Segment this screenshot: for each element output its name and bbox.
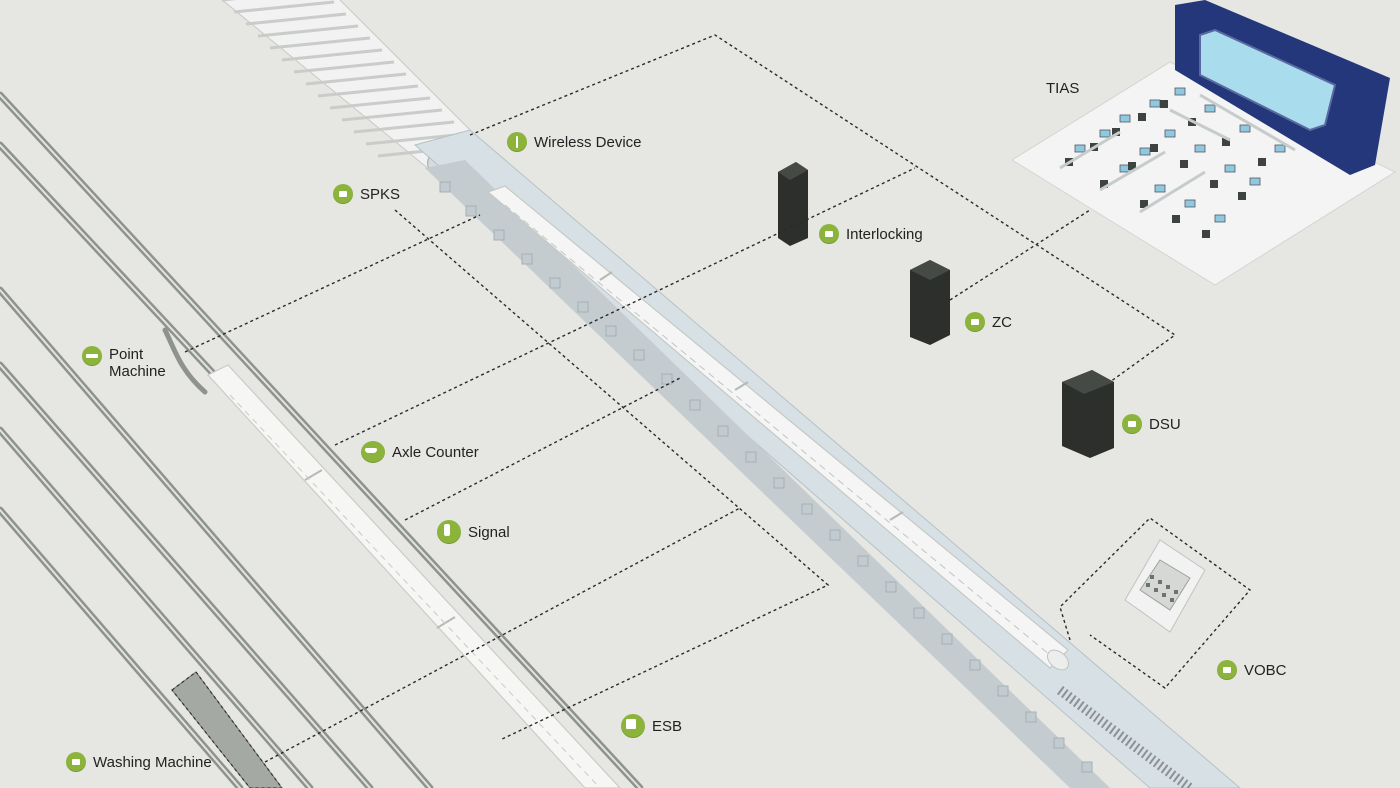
washing-machine-icon xyxy=(66,752,86,772)
label-esb: ESB xyxy=(621,714,682,738)
track-6-inner xyxy=(0,509,241,788)
esb-icon xyxy=(621,714,645,738)
link-spks xyxy=(394,209,830,741)
axle-counter-icon xyxy=(361,441,385,463)
link-axle xyxy=(334,167,916,446)
label-axle-counter: Axle Counter xyxy=(361,441,479,463)
label-signal: Signal xyxy=(437,520,510,544)
server-interlocking xyxy=(778,162,808,246)
antenna-icon xyxy=(507,132,527,152)
server-zc xyxy=(910,260,950,345)
label-interlocking: Interlocking xyxy=(819,224,923,244)
ground-train xyxy=(207,364,621,788)
label-vobc: VOBC xyxy=(1217,660,1287,680)
label-text: Signal xyxy=(468,523,510,541)
label-text: ZC xyxy=(992,313,1012,331)
link-wireless xyxy=(469,34,1177,383)
point-machine-icon xyxy=(82,346,102,366)
label-text: VOBC xyxy=(1244,661,1287,679)
label-text: Wireless Device xyxy=(534,133,642,151)
label-spks: SPKS xyxy=(333,184,400,204)
label-text: TIAS xyxy=(1046,80,1080,97)
label-text: SPKS xyxy=(360,185,401,203)
track-5-inner xyxy=(0,429,311,788)
label-dsu: DSU xyxy=(1122,414,1181,434)
signal-icon xyxy=(437,520,461,544)
track-3-inner xyxy=(0,289,431,788)
server-icon xyxy=(819,224,839,244)
vobc-cabinet xyxy=(1124,539,1206,633)
label-text: Point Machine xyxy=(109,346,166,380)
link-interlocking-point xyxy=(184,214,481,353)
server-icon xyxy=(1122,414,1142,434)
connection-lines xyxy=(184,34,1252,763)
label-text: Interlocking xyxy=(846,225,923,243)
label-tias: TIAS xyxy=(1046,80,1079,97)
vobc-icon xyxy=(1217,660,1237,680)
washing-machine-block xyxy=(171,671,283,788)
label-text: ESB xyxy=(652,717,683,735)
server-icon xyxy=(965,312,985,332)
label-washing-machine: Washing Machine xyxy=(66,752,212,772)
label-point-machine: Point Machine xyxy=(82,346,166,380)
label-zc: ZC xyxy=(965,312,1012,332)
label-text: Axle Counter xyxy=(392,443,479,461)
track-1-inner xyxy=(0,94,641,788)
switch-curve xyxy=(162,327,208,395)
tias-control-room xyxy=(1011,0,1397,286)
label-text: Washing Machine xyxy=(93,753,212,771)
elevated-train xyxy=(486,185,1070,671)
link-vobc xyxy=(1059,517,1252,689)
server-dsu xyxy=(1062,370,1114,458)
label-wireless-device: Wireless Device xyxy=(507,132,642,152)
label-text: DSU xyxy=(1149,415,1181,433)
spks-icon xyxy=(333,184,353,204)
track-4-inner xyxy=(0,364,371,788)
link-zc-tias xyxy=(949,209,1091,301)
